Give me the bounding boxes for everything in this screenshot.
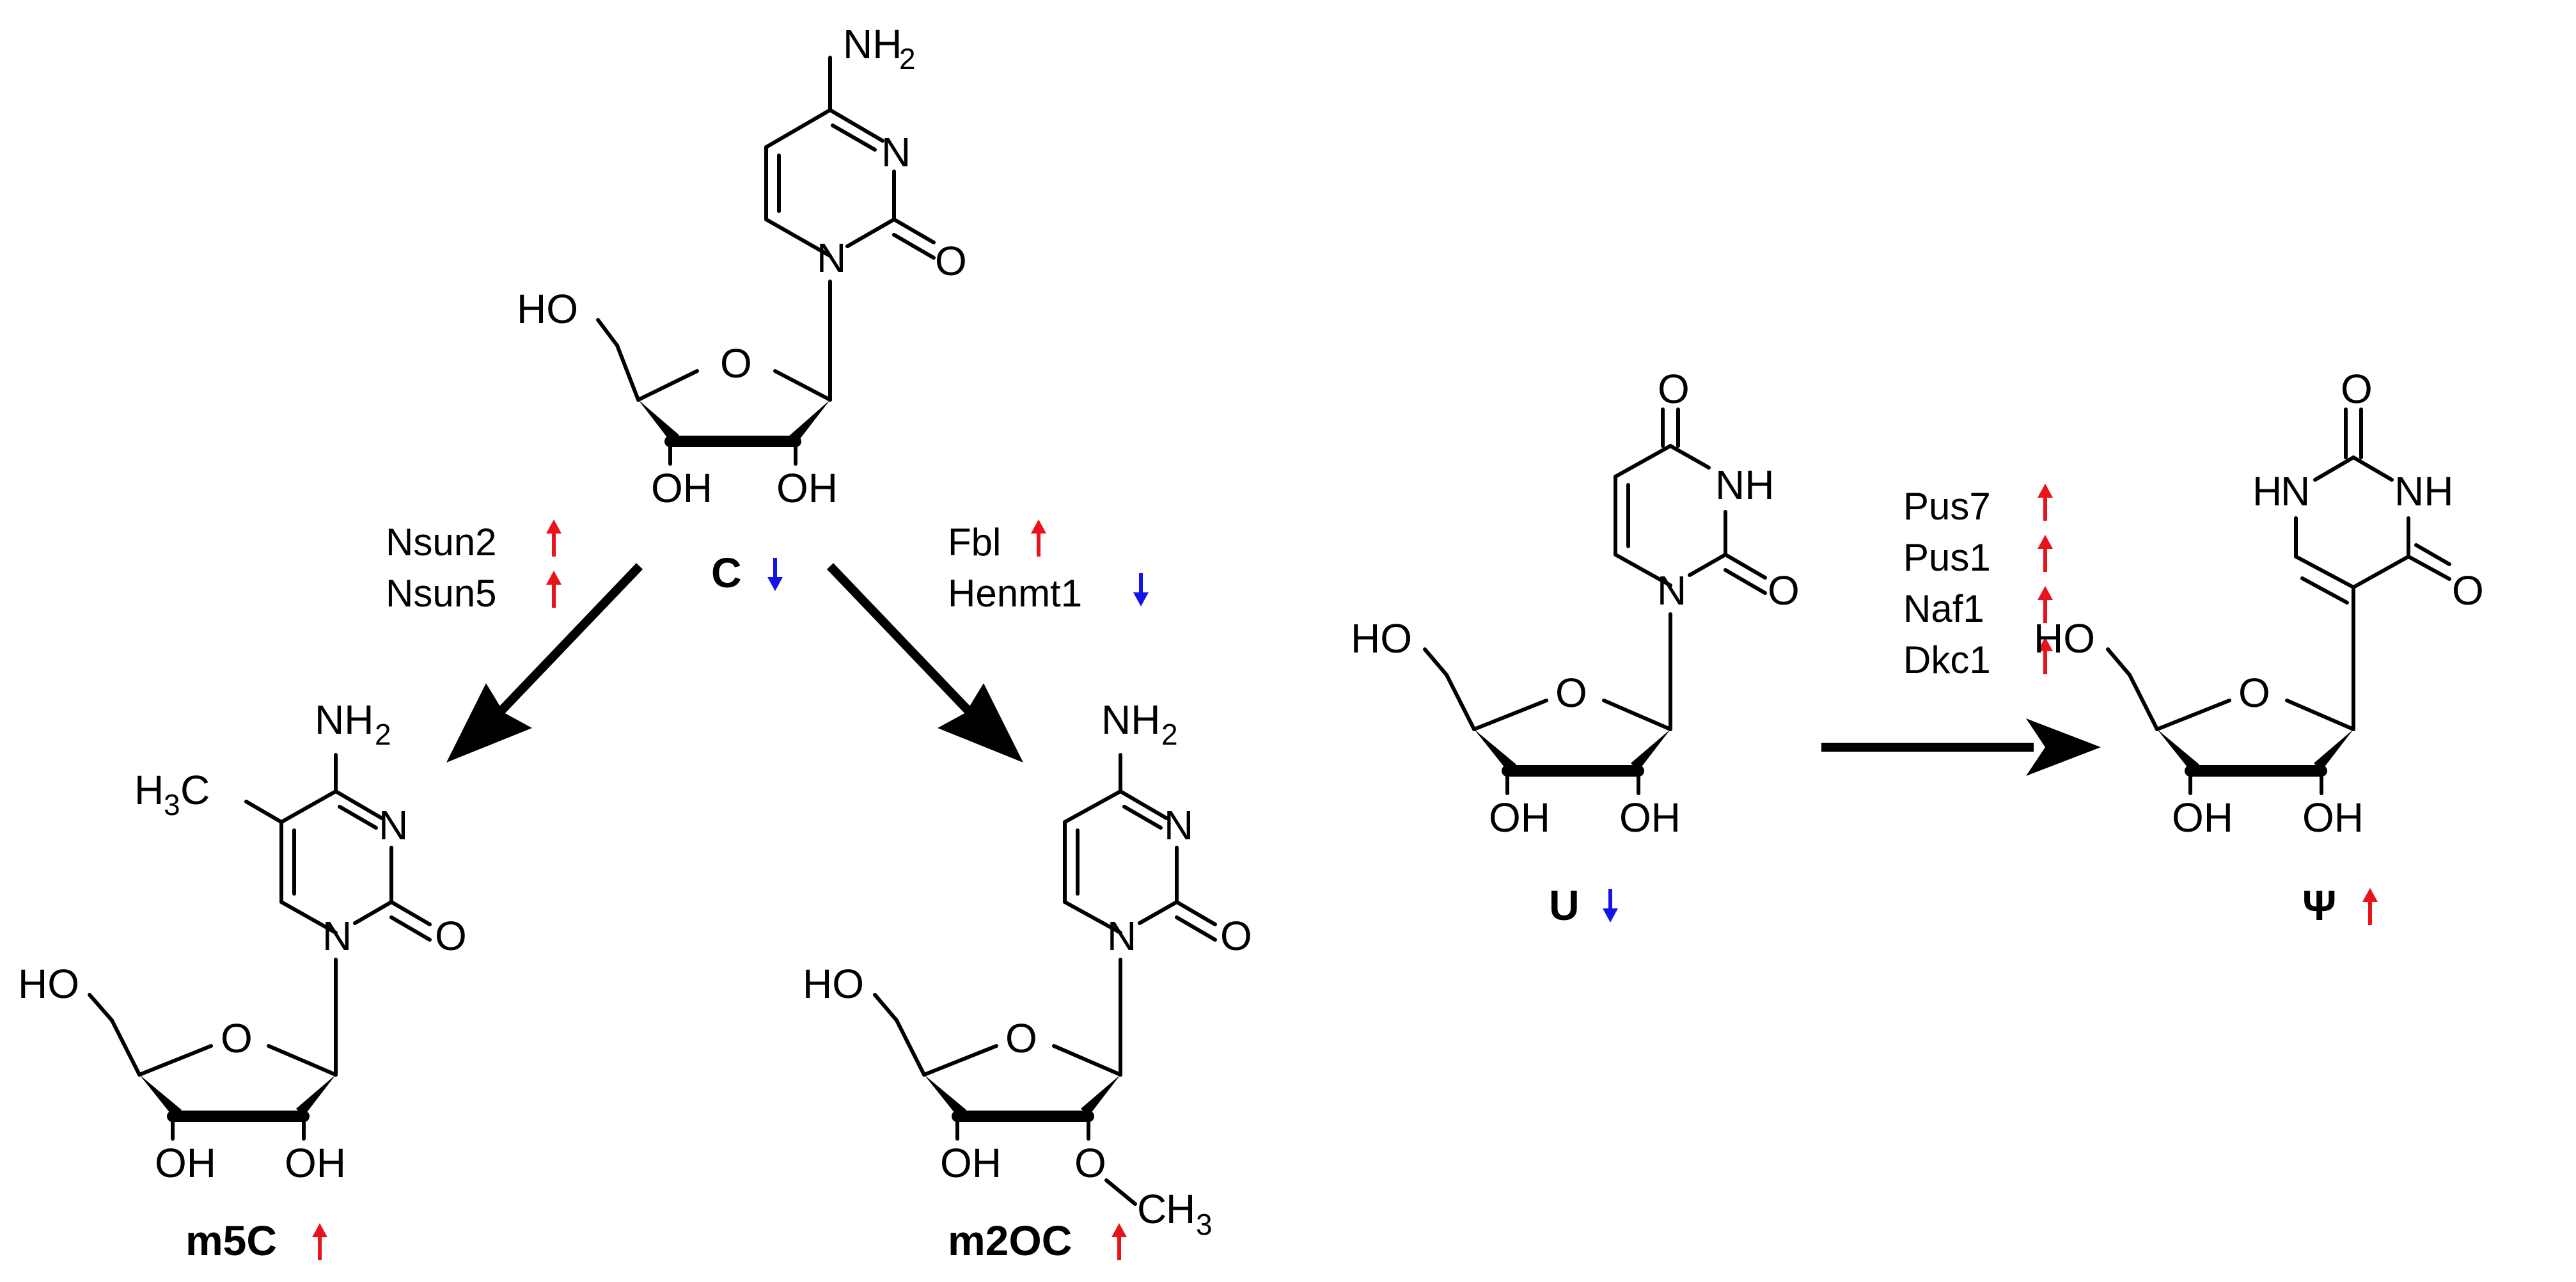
compound-label-c: C [711, 549, 783, 596]
up-arrow-icon [1111, 1223, 1127, 1260]
atom-label: H [134, 767, 164, 813]
enzyme-name: Fbl [948, 521, 1001, 564]
atom-subscript: 3 [1196, 1208, 1213, 1241]
m2oc-structure: NH 2 N N O O HO OH O C H 3 [803, 697, 1252, 1241]
up-arrow-icon [546, 571, 562, 608]
reaction-arrow-c-to-m2oc [826, 563, 1023, 763]
enzyme-name: Naf1 [1903, 587, 1984, 630]
up-arrow-icon [312, 1223, 327, 1260]
atom-label: H [1166, 1186, 1195, 1232]
atom-label: O [935, 238, 967, 284]
atom-label: H [2252, 468, 2282, 514]
enzyme-name: Henmt1 [948, 572, 1082, 615]
atom-label: N [817, 235, 846, 281]
atom-label: OH [1619, 795, 1681, 841]
atom-label: OH [2302, 795, 2364, 841]
atom-label: O [2452, 567, 2484, 613]
atom-label: OH [1489, 795, 1550, 841]
atom-label: O [1768, 567, 1800, 613]
down-arrow-icon [1133, 573, 1149, 606]
atom-label: N [322, 913, 352, 959]
atom-label: HO [2034, 615, 2095, 661]
up-arrow-icon [2038, 484, 2053, 521]
compound-name: C [711, 549, 742, 596]
compound-label-m5c: m5C [185, 1217, 327, 1264]
atom-label: OH [2172, 795, 2233, 841]
atom-label: OH [940, 1140, 1001, 1186]
enzyme-name: Pus1 [1903, 536, 1991, 579]
reaction-arrow-u-to-psi [1821, 718, 2101, 776]
up-arrow-icon [2362, 888, 2378, 925]
up-arrow-icon [546, 519, 562, 557]
m5c-structure: NH 2 H 3 C N N O O HO OH OH [18, 697, 467, 1186]
atom-label: NH [1715, 462, 1774, 508]
atom-label: O [1658, 366, 1690, 412]
up-arrow-icon [2038, 535, 2053, 572]
compound-name: m5C [185, 1217, 277, 1264]
atom-label: N [1107, 913, 1136, 959]
atom-label: O [2341, 366, 2373, 412]
atom-label: HO [803, 961, 864, 1007]
enzyme-list-m2oc: Fbl Henmt1 [948, 519, 1149, 615]
atom-label: O [221, 1015, 253, 1061]
atom-label: N [379, 802, 408, 848]
atom-label: OH [285, 1140, 346, 1186]
atom-subscript: 2 [375, 718, 391, 751]
atom-label: N [2281, 468, 2310, 514]
enzyme-list-psi: Pus7 Pus1 Naf1 Dkc1 [1903, 484, 2053, 681]
atom-label: NH [1101, 697, 1160, 743]
compound-name: Ψ [2302, 882, 2336, 929]
compound-label-m2oc: m2OC [948, 1217, 1127, 1264]
enzyme-name: Dkc1 [1903, 638, 1991, 681]
atom-subscript: 3 [164, 788, 180, 821]
atom-label: C [180, 767, 210, 813]
reaction-arrow-c-to-m5c [446, 563, 643, 763]
atom-label: OH [776, 465, 838, 511]
atom-label: HO [1351, 615, 1412, 661]
compound-label-u: U [1549, 882, 1618, 929]
atom-label: NH [2394, 468, 2453, 514]
atom-label: NH [315, 697, 373, 743]
uridine-structure: O NH N O O HO OH OH [1351, 366, 1800, 841]
atom-label: OH [651, 465, 712, 511]
atom-label: O [1074, 1140, 1106, 1186]
atom-subscript: 2 [899, 42, 916, 75]
atom-label: O [720, 340, 752, 386]
atom-label: OH [155, 1140, 216, 1186]
atom-label: N [881, 129, 911, 175]
pseudouridine-structure: O H N NH O O HO OH OH [2034, 366, 2484, 841]
up-arrow-icon [1031, 519, 1046, 557]
atom-label: O [1555, 670, 1587, 716]
compound-name: U [1549, 882, 1580, 929]
atom-label: NH [843, 21, 902, 67]
atom-label: HO [517, 286, 578, 332]
atom-label: O [2238, 670, 2270, 716]
enzyme-name: Nsun5 [386, 572, 496, 615]
atom-label: N [1657, 567, 1686, 613]
down-arrow-icon [1603, 889, 1618, 922]
atom-label: C [1137, 1186, 1166, 1232]
compound-name: m2OC [948, 1217, 1072, 1264]
compound-label-psi: Ψ [2302, 882, 2378, 929]
enzyme-name: Nsun2 [386, 521, 496, 564]
up-arrow-icon [2038, 637, 2053, 674]
down-arrow-icon [767, 558, 783, 591]
atom-label: O [1005, 1015, 1037, 1061]
atom-label: HO [18, 961, 79, 1007]
atom-label: O [435, 913, 467, 959]
cytidine-structure: NH 2 N N O O HO OH OH [517, 21, 967, 511]
enzyme-list-m5c: Nsun2 Nsun5 [386, 519, 562, 615]
up-arrow-icon [2038, 586, 2053, 623]
enzyme-name: Pus7 [1903, 485, 1991, 528]
atom-label: N [1164, 802, 1193, 848]
atom-subscript: 2 [1161, 718, 1178, 751]
atom-label: O [1220, 913, 1252, 959]
